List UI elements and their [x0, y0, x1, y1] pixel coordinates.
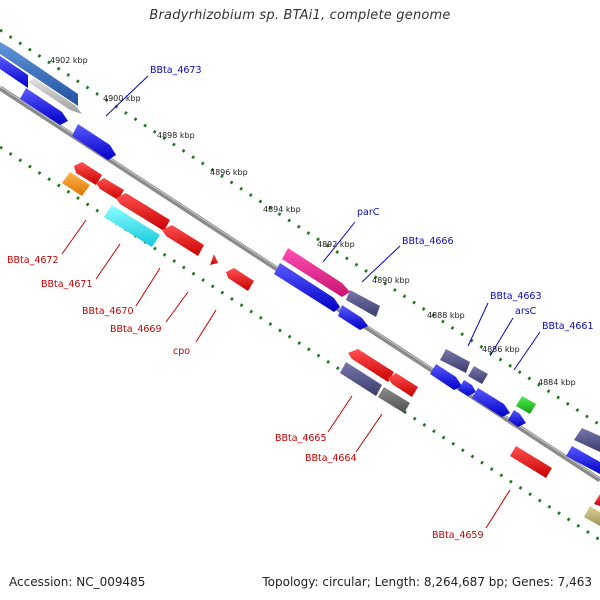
gene-feature[interactable]: [510, 446, 552, 478]
gene-feature[interactable]: [20, 88, 68, 125]
gene-feature[interactable]: [440, 349, 470, 373]
gene-feature[interactable]: [210, 254, 218, 265]
label-leader: [489, 317, 514, 357]
gene-feature[interactable]: [0, 56, 28, 88]
inner-tick-track: [0, 145, 600, 542]
tick-label: 4884 kbp: [538, 378, 576, 387]
gene-label: parC: [357, 207, 380, 218]
gene-label: BBta_4664: [305, 453, 357, 464]
accession-label: Accession: NC_009485: [9, 575, 146, 589]
tick-label: 4894 kbp: [263, 205, 301, 214]
label-leader: [105, 75, 149, 117]
label-leader: [467, 302, 489, 347]
forward-genes[interactable]: [0, 42, 600, 474]
label-leader: [95, 243, 121, 280]
gene-feature[interactable]: [584, 506, 600, 526]
scale-ticks: 4902 kbp 4900 kbp 4898 kbp 4896 kbp 4894…: [50, 56, 576, 387]
tick-label: 4892 kbp: [317, 240, 355, 249]
gene-feature[interactable]: [72, 124, 116, 160]
gene-feature[interactable]: [566, 446, 600, 474]
label-leader: [361, 245, 401, 283]
gene-feature[interactable]: [458, 380, 476, 396]
gene-feature[interactable]: [28, 78, 82, 114]
gene-feature[interactable]: [282, 248, 350, 297]
genome-summary: Topology: circular; Length: 8,264,687 bp…: [262, 575, 592, 589]
gene-feature[interactable]: [116, 193, 170, 231]
gene-feature[interactable]: [468, 366, 488, 384]
gene-label: BBta_4670: [82, 306, 134, 317]
label-leader: [61, 219, 87, 255]
gene-label: BBta_4661: [542, 321, 594, 332]
outer-tick-track: [0, 28, 600, 427]
gene-feature[interactable]: [274, 263, 340, 312]
gene-label: BBta_4669: [110, 324, 162, 335]
label-leader: [322, 221, 356, 263]
gene-feature[interactable]: [594, 494, 600, 506]
upper-gene-labels: BBta_4673 parC BBta_4666 BBta_4663 arsC …: [105, 65, 594, 371]
lower-gene-labels: BBta_4672 BBta_4671 BBta_4670 BBta_4669 …: [7, 219, 511, 541]
gene-feature[interactable]: [430, 364, 462, 390]
gene-label: BBta_4673: [150, 65, 202, 76]
gene-feature[interactable]: [516, 396, 536, 414]
label-leader: [513, 331, 541, 371]
tick-label: 4902 kbp: [50, 56, 88, 65]
label-leader: [355, 413, 383, 453]
gene-feature[interactable]: [348, 349, 394, 382]
tick-label: 4886 kbp: [482, 345, 520, 354]
gene-feature[interactable]: [0, 42, 78, 106]
gene-feature[interactable]: [472, 388, 510, 417]
gene-feature[interactable]: [574, 428, 600, 452]
gene-label: BBta_4671: [41, 279, 93, 290]
gene-label: BBta_4666: [402, 236, 454, 247]
gene-feature[interactable]: [226, 268, 254, 291]
gene-feature[interactable]: [338, 305, 368, 330]
gene-feature[interactable]: [62, 172, 90, 196]
label-leader: [195, 309, 217, 343]
gene-feature[interactable]: [340, 362, 382, 396]
label-leader: [165, 291, 189, 323]
tick-label: 4888 kbp: [427, 311, 465, 320]
map-title: Bradyrhizobium sp. BTAi1, complete genom…: [149, 8, 451, 23]
gene-feature[interactable]: [346, 290, 380, 317]
gene-label: BBta_4659: [432, 530, 484, 541]
label-leader: [485, 489, 511, 529]
gene-label: cpo: [173, 346, 190, 357]
gene-label: BBta_4665: [275, 433, 327, 444]
gene-feature[interactable]: [378, 387, 410, 413]
tick-label: 4896 kbp: [210, 168, 248, 177]
label-leader: [327, 395, 353, 433]
tick-label: 4890 kbp: [372, 276, 410, 285]
gene-feature[interactable]: [162, 225, 204, 256]
label-leader: [135, 267, 161, 307]
gene-label: BBta_4663: [490, 291, 542, 302]
gene-feature[interactable]: [104, 205, 160, 247]
gene-feature[interactable]: [388, 373, 418, 397]
gene-label: BBta_4672: [7, 255, 59, 266]
tick-label: 4900 kbp: [103, 94, 141, 103]
gene-label: arsC: [515, 306, 537, 317]
tick-label: 4898 kbp: [157, 131, 195, 140]
reverse-genes[interactable]: [62, 162, 600, 526]
gene-feature[interactable]: [74, 162, 102, 185]
gene-feature[interactable]: [96, 178, 124, 200]
gene-feature[interactable]: [508, 410, 526, 427]
